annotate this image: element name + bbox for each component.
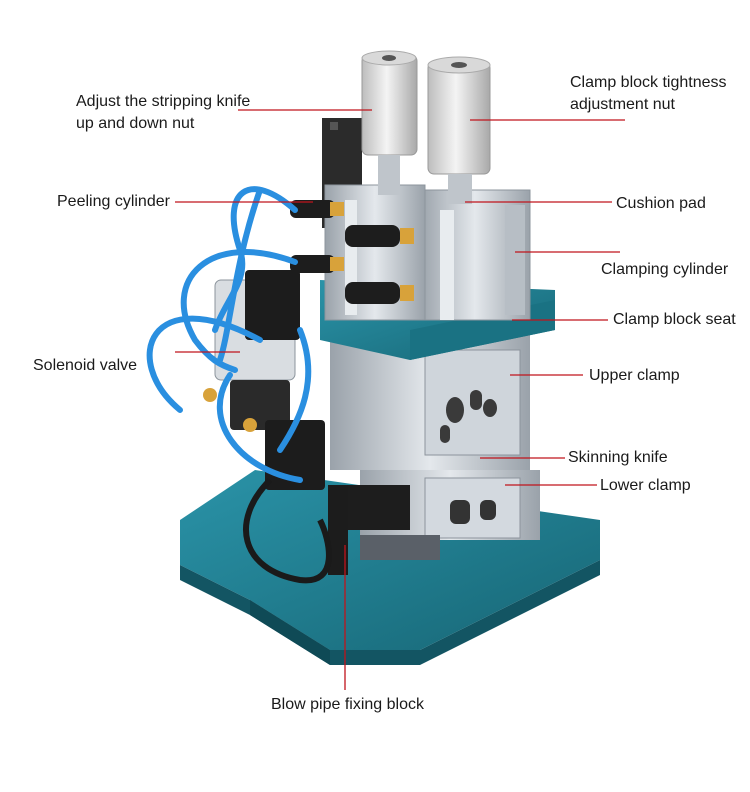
clamping-cylinder: [419, 189, 531, 321]
label-adjust-nut: Adjust the stripping knife up and down n…: [76, 93, 251, 132]
leader-lines: [175, 109, 625, 690]
label-peeling-cylinder: Peeling cylinder: [57, 193, 170, 210]
label-clamping-cylinder: Clamping cylinder: [601, 261, 729, 278]
pneumatic-fittings: [290, 200, 414, 304]
clamp-tightness-adjust-nut: [427, 56, 491, 204]
air-tubes: [146, 186, 312, 483]
stripping-knife-adjust-nut: [361, 50, 418, 195]
black-cable: [243, 477, 332, 584]
label-lower-clamp: Lower clamp: [600, 477, 691, 494]
label-blow-pipe: Blow pipe fixing block: [271, 696, 424, 713]
label-skinning-knife: Skinning knife: [568, 449, 668, 466]
label-clamp-tightness: Clamp block tightness adjustment nut: [570, 74, 727, 113]
label-clamp-block-seat: Clamp block seat: [613, 311, 736, 328]
lower-clamp-block: [340, 470, 540, 560]
blow-pipe-fixing-block: [328, 485, 348, 575]
label-cushion-pad: Cushion pad: [616, 195, 706, 212]
label-upper-clamp: Upper clamp: [589, 367, 680, 384]
label-solenoid-valve: Solenoid valve: [33, 357, 138, 374]
